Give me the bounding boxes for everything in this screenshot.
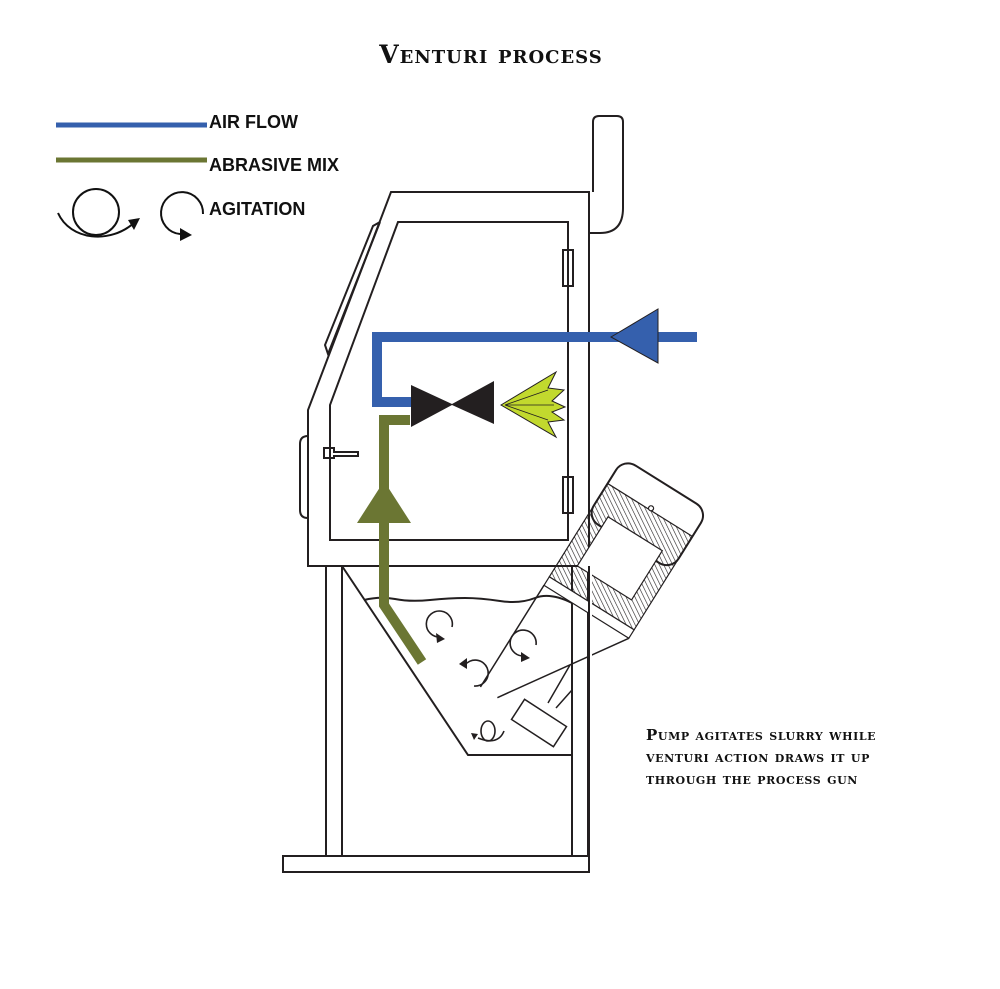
hopper-stand	[282, 565, 590, 873]
caption-line-3: through the process gun	[646, 770, 858, 788]
circular-arrow-icon	[509, 629, 537, 662]
diagram-title: Venturi process	[379, 40, 603, 69]
legend-label-agitation: AGITATION	[209, 199, 306, 219]
flow-arrow-up	[357, 481, 411, 523]
legend-label-abrasive-mix: ABRASIVE MIX	[209, 155, 340, 175]
circular-arrow-icon	[160, 191, 205, 241]
loop-arrow-icon	[57, 188, 140, 238]
flow-arrow-left	[609, 308, 659, 364]
spray-burst	[500, 370, 567, 439]
loop-arrow-icon	[471, 720, 505, 742]
pump-impeller	[510, 664, 573, 748]
agitation-arrows	[425, 610, 537, 742]
caption-line-2: venturi action draws it up	[646, 748, 870, 766]
circular-arrow-icon	[459, 658, 489, 687]
blast-cabinet	[299, 115, 624, 567]
pump-motor	[479, 462, 705, 699]
caption-line-1: Pump agitates slurry while	[646, 726, 877, 744]
legend-label-air-flow: AIR FLOW	[209, 112, 298, 132]
motor-mask	[589, 566, 592, 736]
air-flow	[372, 308, 697, 407]
venturi-nozzle	[411, 381, 494, 427]
circular-arrow-icon	[425, 610, 454, 643]
caption: Pump agitates slurry while venturi actio…	[646, 724, 876, 790]
abrasive-mix-flow	[357, 415, 427, 665]
